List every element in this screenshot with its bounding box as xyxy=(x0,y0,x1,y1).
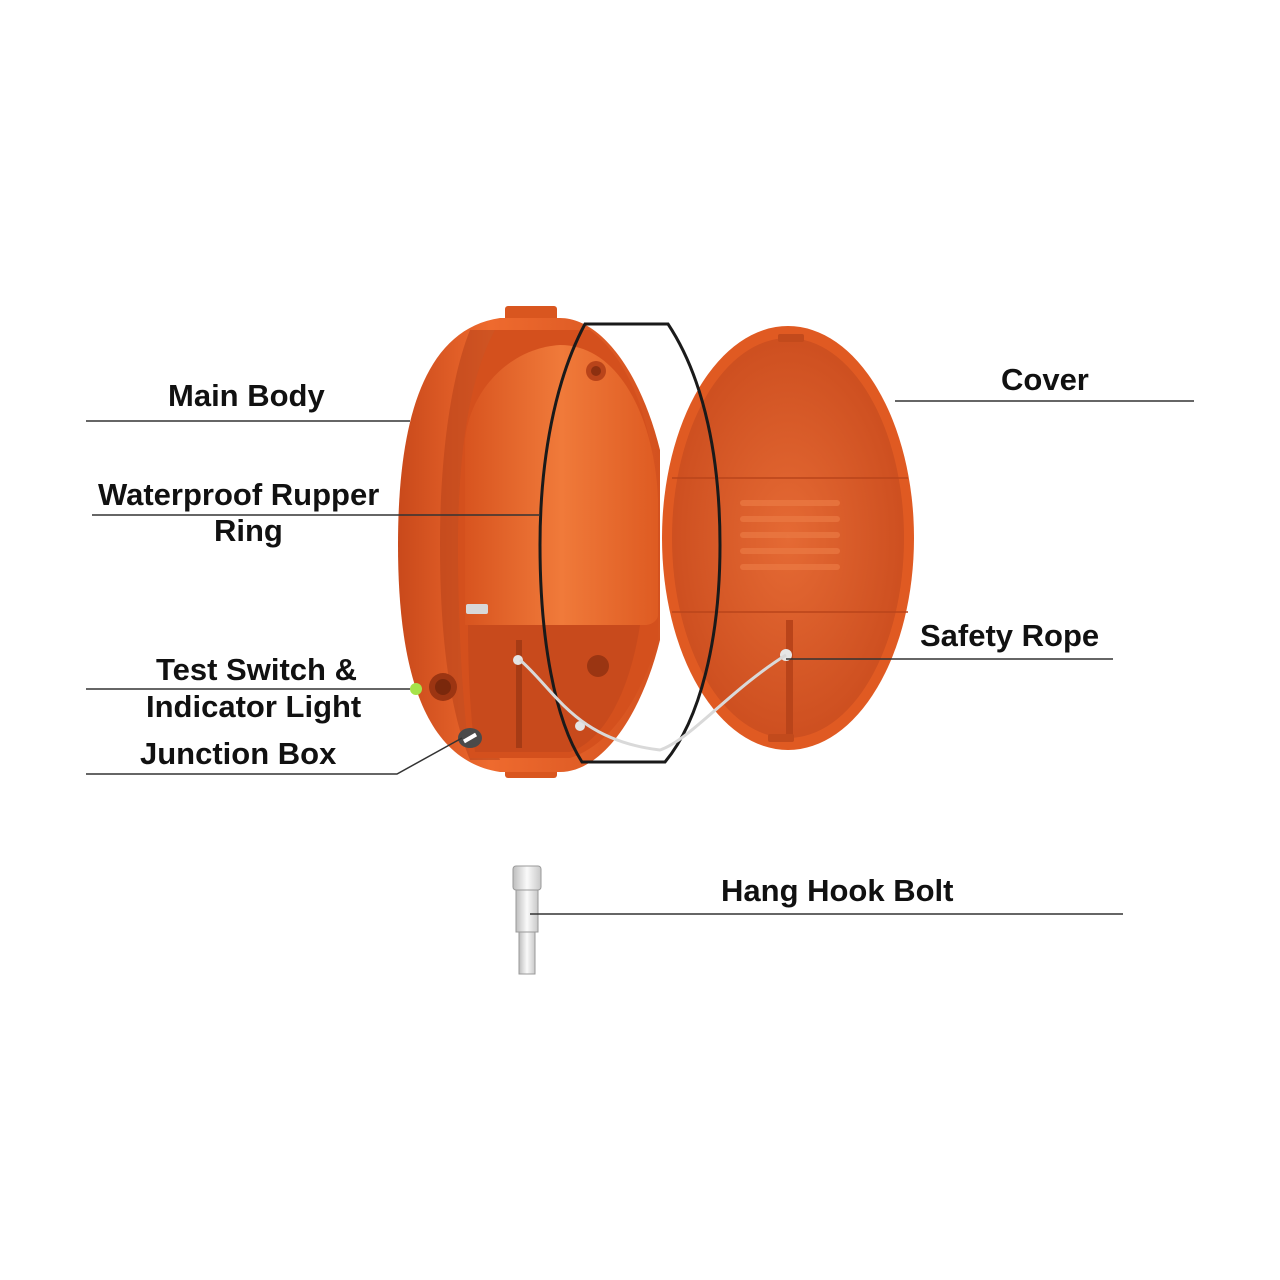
cover-ribs xyxy=(740,500,840,570)
terminal-screw xyxy=(513,655,523,665)
main-body xyxy=(398,306,660,778)
safety-rope xyxy=(519,653,787,752)
hang-hook-bolt xyxy=(512,865,542,975)
label-test-switch-line2: Indicator Light xyxy=(146,689,362,724)
label-waterproof-ring-line2: Ring xyxy=(214,513,283,548)
label-test-switch-line1: Test Switch & xyxy=(156,652,357,687)
label-hang-hook-bolt: Hang Hook Bolt xyxy=(721,873,954,908)
label-junction-box: Junction Box xyxy=(140,736,337,771)
label-main-body: Main Body xyxy=(168,378,325,413)
label-waterproof-ring-line1: Waterproof Rupper xyxy=(98,477,380,512)
leader-junction-box xyxy=(86,737,463,775)
cover-bottom-clip xyxy=(768,734,794,742)
terminal-top xyxy=(466,604,488,614)
lamp-dome xyxy=(465,345,658,625)
indicator-light xyxy=(410,683,422,695)
label-safety-rope: Safety Rope xyxy=(920,618,1100,653)
cover xyxy=(662,326,914,750)
junction-hole xyxy=(587,655,609,677)
leader-lines xyxy=(86,400,1194,915)
waterproof-rubber-ring xyxy=(538,322,722,764)
label-cover: Cover xyxy=(1001,362,1089,397)
cover-top-clip xyxy=(778,334,804,342)
